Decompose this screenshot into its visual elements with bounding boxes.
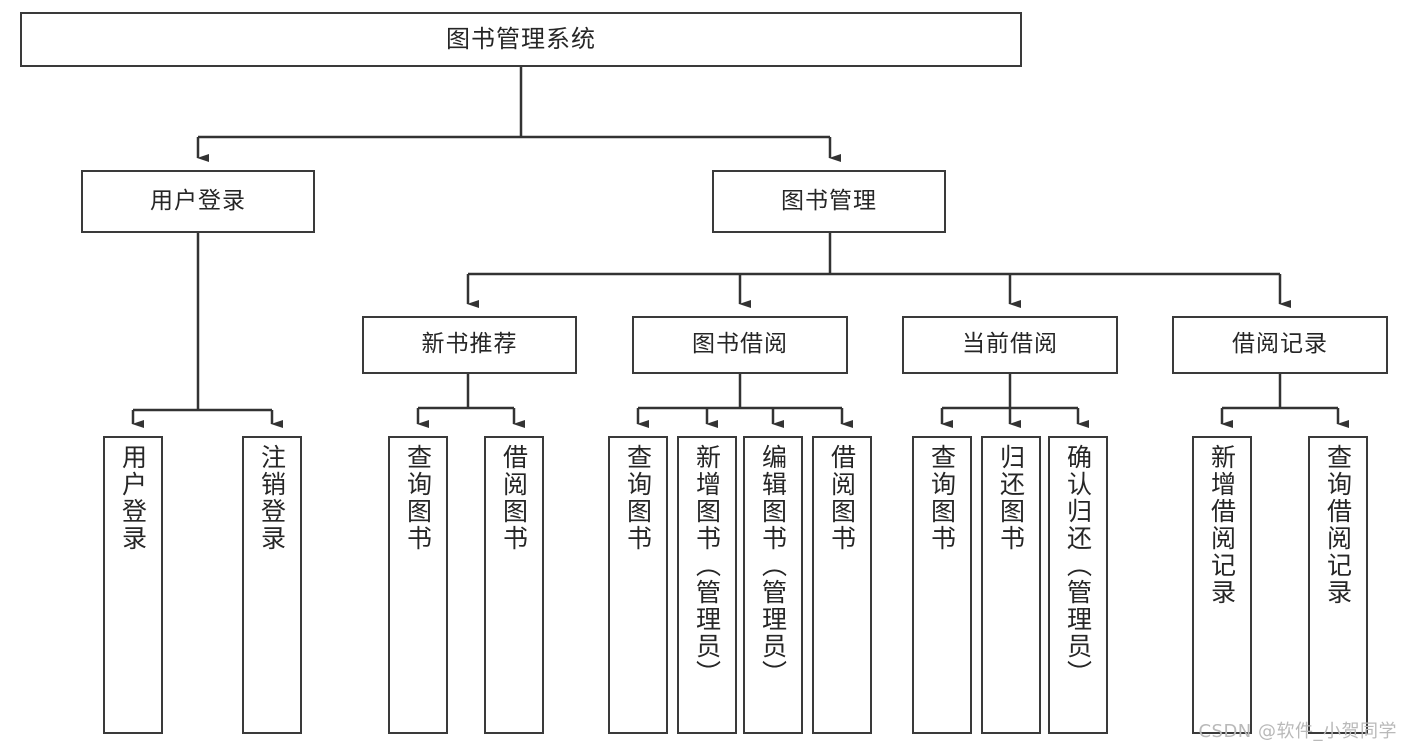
node-label: 借阅图书 xyxy=(499,444,529,552)
node-root-system[interactable]: 图书管理系统 xyxy=(20,12,1022,67)
leaf-newbook-query-book[interactable]: 查询图书 xyxy=(388,436,448,734)
node-label: 图书借阅 xyxy=(692,331,788,358)
node-label: 图书管理 xyxy=(781,187,877,214)
node-book-borrow[interactable]: 图书借阅 xyxy=(632,316,848,374)
node-label: 借阅图书 xyxy=(827,444,857,552)
node-label: 当前借阅 xyxy=(962,331,1058,358)
node-book-management[interactable]: 图书管理 xyxy=(712,170,946,233)
leaf-borrow-query-book[interactable]: 查询图书 xyxy=(608,436,668,734)
node-current-borrow[interactable]: 当前借阅 xyxy=(902,316,1118,374)
node-borrow-record[interactable]: 借阅记录 xyxy=(1172,316,1388,374)
leaf-current-return-book[interactable]: 归还图书 xyxy=(981,436,1041,734)
leaf-borrow-edit-book-admin[interactable]: 编辑图书（管理员） xyxy=(743,436,803,734)
leaf-user-logout[interactable]: 注销登录 xyxy=(242,436,302,734)
leaf-borrow-add-book-admin[interactable]: 新增图书（管理员） xyxy=(677,436,737,734)
node-label: 查询借阅记录 xyxy=(1323,444,1353,606)
leaf-borrow-borrow-book[interactable]: 借阅图书 xyxy=(812,436,872,734)
csdn-watermark: CSDN @软件_小贺同学 xyxy=(1198,721,1397,742)
node-label: 图书管理系统 xyxy=(446,25,596,54)
leaf-current-query-book[interactable]: 查询图书 xyxy=(912,436,972,734)
node-label: 编辑图书（管理员） xyxy=(758,444,788,687)
node-label: 归还图书 xyxy=(996,444,1026,552)
node-label: 用户登录 xyxy=(118,444,148,552)
node-label: 用户登录 xyxy=(150,187,246,214)
node-label: 新增图书（管理员） xyxy=(692,444,722,687)
node-label: 查询图书 xyxy=(623,444,653,552)
node-label: 查询图书 xyxy=(403,444,433,552)
node-label: 新书推荐 xyxy=(421,331,518,358)
node-new-book-recommend[interactable]: 新书推荐 xyxy=(362,316,577,374)
node-user-login[interactable]: 用户登录 xyxy=(81,170,315,233)
leaf-current-confirm-return-admin[interactable]: 确认归还（管理员） xyxy=(1048,436,1108,734)
node-label: 确认归还（管理员） xyxy=(1063,444,1093,687)
leaf-user-login[interactable]: 用户登录 xyxy=(103,436,163,734)
leaf-newbook-borrow-book[interactable]: 借阅图书 xyxy=(484,436,544,734)
node-label: 借阅记录 xyxy=(1232,331,1328,358)
leaf-record-add-record[interactable]: 新增借阅记录 xyxy=(1192,436,1252,734)
node-label: 注销登录 xyxy=(257,444,287,552)
node-label: 新增借阅记录 xyxy=(1207,444,1237,606)
node-label: 查询图书 xyxy=(927,444,957,552)
leaf-record-query-record[interactable]: 查询借阅记录 xyxy=(1308,436,1368,734)
